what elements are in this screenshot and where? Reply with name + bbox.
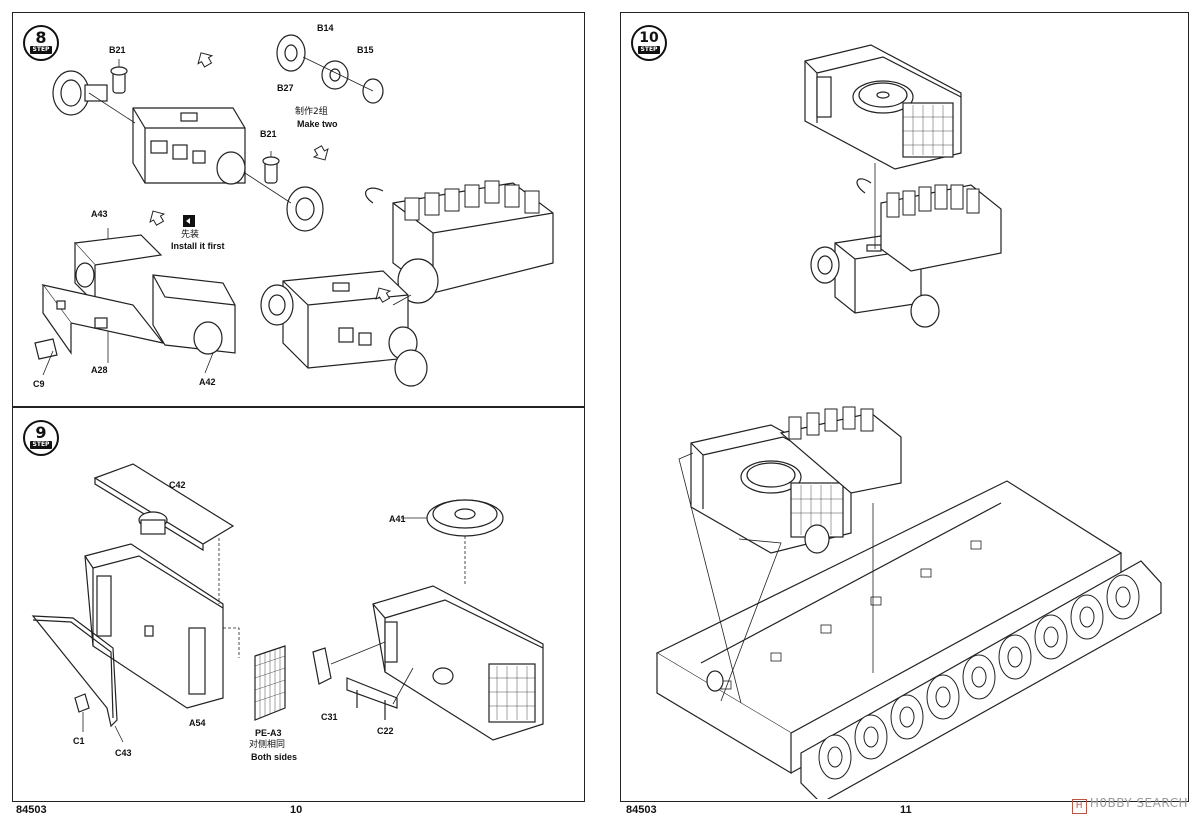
- step9-panel: 9 STEP: [12, 407, 585, 802]
- part-label: A42: [199, 377, 216, 387]
- part-label: B21: [260, 129, 277, 139]
- step10-assembly-drawing: [655, 44, 1162, 799]
- part-label: B27: [277, 83, 294, 93]
- right-page-number: 11: [900, 804, 912, 816]
- step10-number: 10: [639, 30, 659, 46]
- right-product-code: 84503: [626, 804, 657, 816]
- step9-badge: 9 STEP: [23, 420, 59, 456]
- both-sides-note-cn: 对侧相同: [249, 740, 286, 750]
- step9-number: 9: [35, 423, 47, 442]
- install-first-note-en: Install it first: [171, 241, 225, 251]
- pipe-c43-part: [31, 615, 118, 728]
- step8-number: 8: [35, 28, 47, 47]
- install-first-note-cn: 先装: [181, 230, 200, 240]
- step9-assembly-drawing: [31, 463, 544, 743]
- watermark-text: H0BBY SEARCH: [1089, 796, 1188, 810]
- part-label: C22: [377, 726, 394, 736]
- bracket-c31-part: [312, 647, 332, 685]
- part-label: A41: [389, 514, 406, 524]
- bracket-c9-part: [34, 338, 58, 360]
- hobbysearch-logo-icon: H: [1071, 799, 1087, 814]
- part-label: B14: [317, 23, 334, 33]
- part-label: B21: [109, 45, 126, 55]
- step8-step-word: STEP: [30, 46, 52, 54]
- step10-step-word: STEP: [638, 46, 660, 54]
- left-product-code: 84503: [16, 804, 47, 816]
- step8-assembly-drawing: [34, 34, 554, 387]
- part-label: C42: [169, 480, 186, 490]
- part-label: A43: [91, 209, 108, 219]
- step10-badge: 10 STEP: [631, 25, 667, 61]
- part-label: C1: [73, 736, 85, 746]
- step8-panel: 8 STEP: [12, 12, 585, 407]
- fitting-c1-part: [74, 693, 90, 713]
- guide-arrow-icon: [197, 52, 214, 68]
- make-two-note-cn: 制作2组: [295, 107, 328, 117]
- left-page-number: 10: [290, 804, 303, 816]
- part-label: C9: [33, 379, 45, 389]
- both-sides-note-en: Both sides: [251, 752, 298, 762]
- step8-badge: 8 STEP: [23, 25, 59, 61]
- part-label: B15: [357, 45, 374, 55]
- cover-a43-part: [73, 234, 163, 266]
- part-label: C31: [321, 712, 338, 722]
- part-label: PE-A3: [255, 728, 282, 738]
- part-label: A54: [189, 718, 206, 728]
- make-two-note-en: Make two: [297, 119, 338, 129]
- part-label: C43: [115, 748, 132, 758]
- step10-panel: 10 STEP: [620, 12, 1189, 802]
- step9-step-word: STEP: [30, 441, 52, 449]
- bracket-c22-part: [346, 677, 398, 709]
- part-label: A28: [91, 365, 108, 375]
